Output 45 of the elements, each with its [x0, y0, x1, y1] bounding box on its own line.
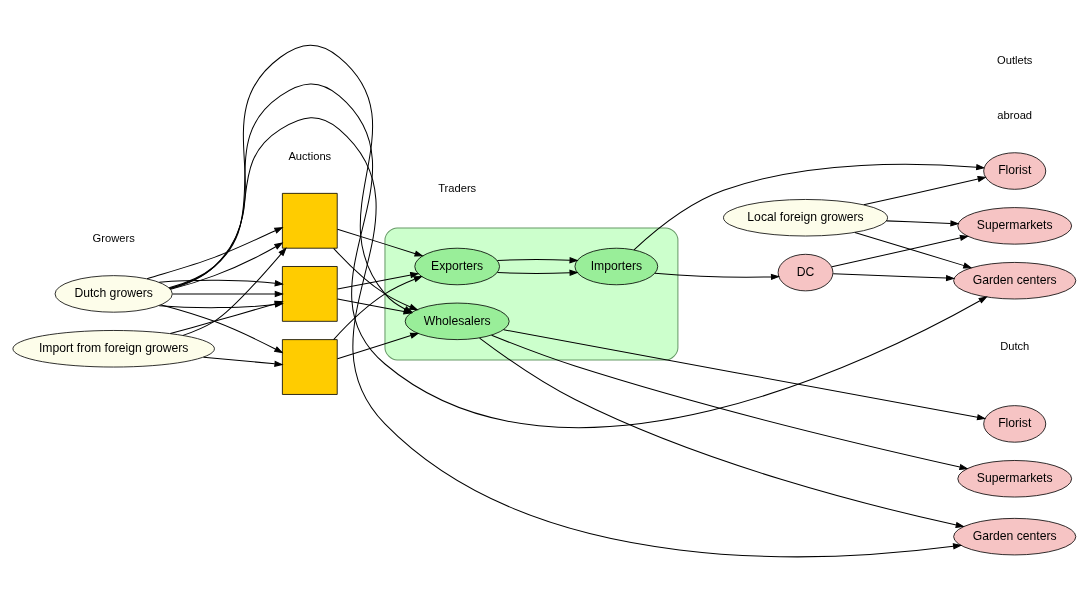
arrow — [863, 175, 987, 205]
arrow — [333, 247, 419, 310]
arrow — [654, 272, 781, 280]
arrow — [479, 337, 965, 528]
label: Growers — [92, 231, 135, 244]
label: Traders — [438, 181, 477, 194]
label: Outlets — [997, 53, 1033, 66]
node-ellipse: Local foreign growers — [723, 198, 888, 236]
arrow — [832, 272, 956, 281]
label: abroad — [997, 108, 1033, 121]
arrow — [169, 300, 284, 334]
arrow — [854, 231, 973, 269]
arrow — [203, 356, 284, 367]
node-ellipse: Florist — [983, 404, 1047, 443]
node-ellipse: DC — [777, 253, 834, 291]
node-ellipse: Florist — [983, 151, 1047, 190]
node-box — [282, 338, 338, 395]
label: Auctions — [288, 149, 332, 162]
arrow — [160, 303, 284, 353]
node-box — [282, 265, 338, 322]
arrow — [336, 271, 420, 289]
arrow — [158, 300, 284, 308]
arrow — [172, 290, 284, 297]
arrow — [168, 116, 963, 557]
arrow — [831, 234, 970, 267]
arrow — [170, 241, 284, 290]
node-ellipse: Dutch growers — [54, 274, 173, 313]
arrow — [182, 246, 287, 336]
arrow — [491, 334, 969, 470]
arrow — [633, 163, 986, 250]
node-box — [282, 192, 338, 249]
arrow — [336, 228, 424, 257]
arrow — [336, 332, 420, 359]
arrow — [496, 269, 579, 276]
arrow — [169, 82, 988, 428]
node-ellipse: Import from foreign growers — [12, 329, 215, 367]
arrow — [333, 275, 423, 340]
arrow — [503, 328, 987, 420]
arrow — [885, 219, 960, 227]
cluster — [384, 226, 679, 360]
arrow — [158, 279, 284, 286]
arrow — [496, 256, 579, 263]
node-ellipse: Importers — [574, 247, 659, 285]
label: Dutch — [1000, 339, 1030, 352]
arrow — [146, 226, 284, 279]
